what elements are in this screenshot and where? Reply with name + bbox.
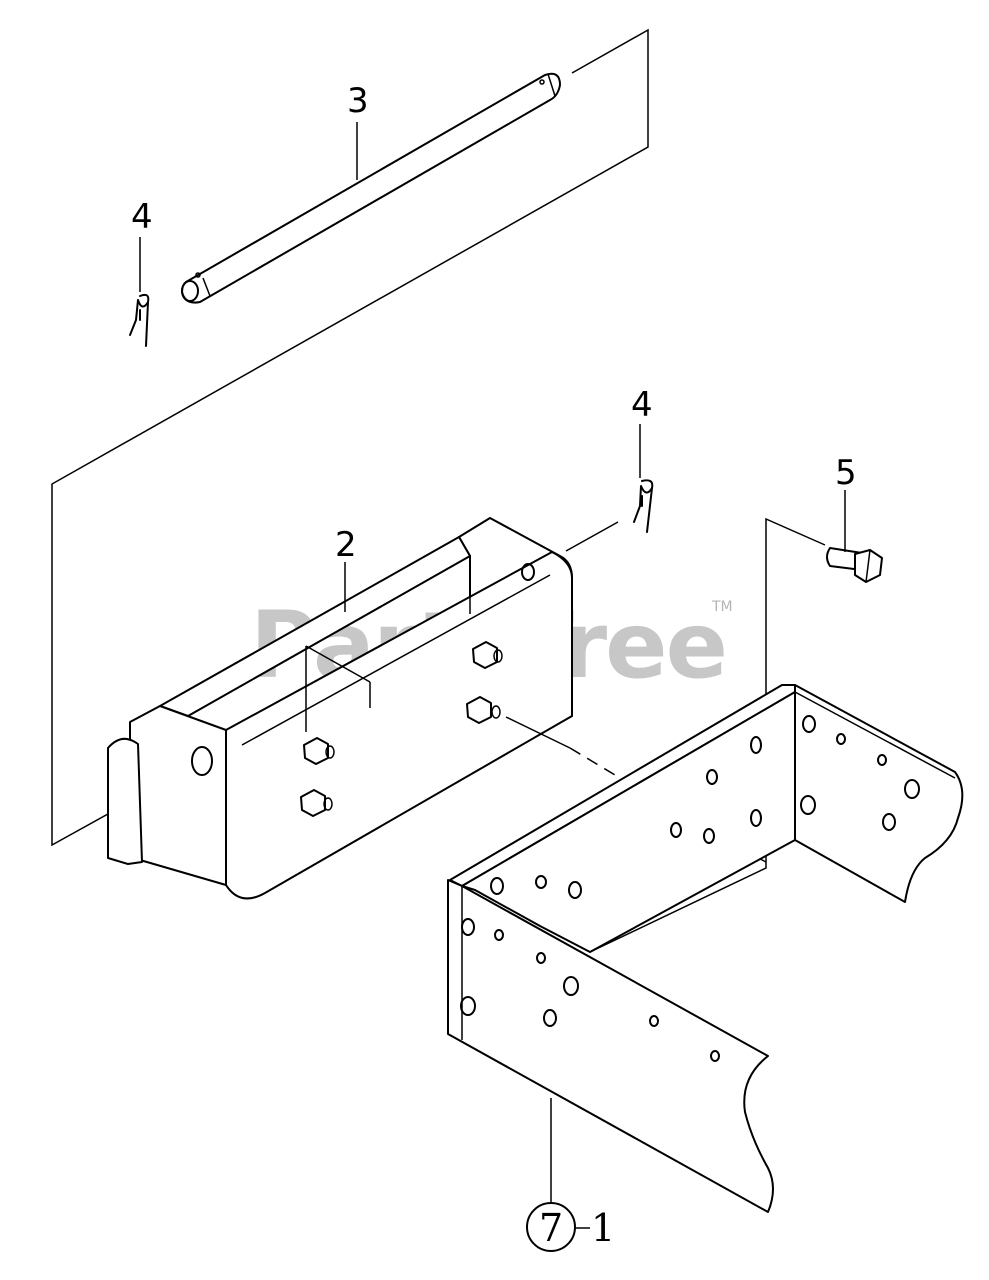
- callout-5: 5: [835, 453, 857, 493]
- callout-2: 2: [335, 525, 357, 565]
- callout-4-upper: 4: [131, 197, 153, 237]
- part-4-hair-pin-clip-right: [633, 479, 654, 533]
- hex-nut: [300, 789, 333, 817]
- hex-nut: [466, 696, 501, 724]
- hex-nut: [303, 737, 335, 765]
- callout-1: 1: [591, 1206, 615, 1250]
- watermark-trademark: TM: [711, 599, 733, 615]
- part-1-frame: [447, 684, 964, 1213]
- hex-nut: [472, 641, 503, 669]
- part-3-pin: [181, 72, 561, 304]
- callout-7-circle: [526, 1202, 576, 1252]
- callout-3: 3: [347, 81, 369, 121]
- callout-leaders: [139, 122, 846, 1229]
- part-5-bolt: [826, 547, 883, 583]
- part-4-hair-pin-clip-upper: [129, 293, 150, 347]
- part-2-channel-bracket: [107, 517, 573, 900]
- exploded-view-guide-upper: [51, 28, 649, 847]
- callout-4-right: 4: [631, 385, 653, 425]
- callout-7: 7: [539, 1206, 563, 1250]
